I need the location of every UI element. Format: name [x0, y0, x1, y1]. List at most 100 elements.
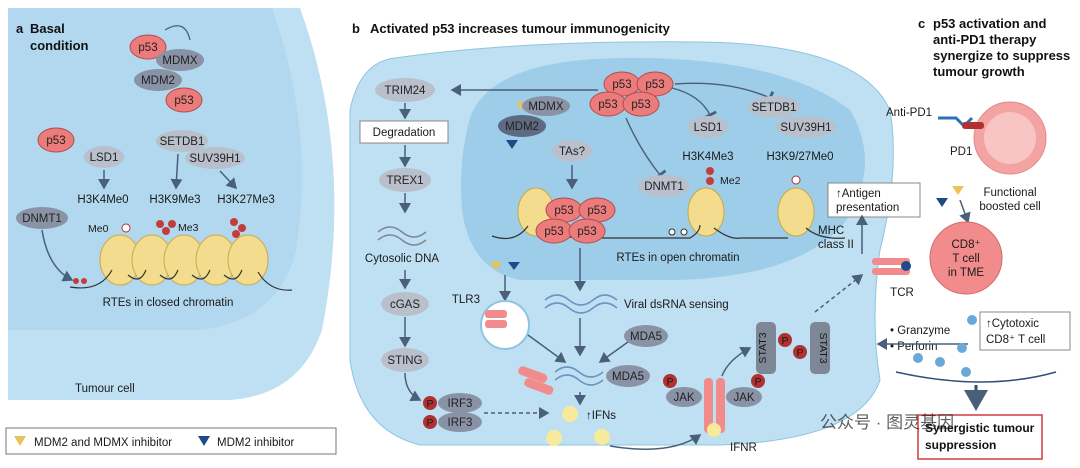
p53-protein — [129, 34, 167, 60]
svg-text:MDM2: MDM2 — [505, 121, 539, 133]
cytosolic-dna-label: Cytosolic DNA — [365, 253, 439, 265]
lsd1-label: LSD1 — [90, 152, 119, 164]
p53-tetramer-top: p53 p53 p53 p53 — [589, 71, 674, 117]
me3-mark-1 — [156, 220, 164, 228]
rtes-closed-label: RTEs in closed chromatin — [103, 297, 234, 309]
panel-c-title-3: synergize to suppress — [933, 48, 1070, 63]
perforin-label: • Perforin — [890, 341, 938, 353]
h3k9me3-label: H3K9Me3 — [149, 194, 200, 206]
svg-text:STAT3: STAT3 — [757, 332, 769, 363]
svg-text:STAT3: STAT3 — [817, 332, 829, 363]
dna-helix-icon — [377, 226, 427, 246]
panel-a-letter: a — [16, 21, 24, 36]
panel-c-letter: c — [918, 16, 925, 31]
dsrna-icon — [544, 294, 618, 314]
pd1-label: PD1 — [950, 146, 972, 158]
cgas-protein — [381, 292, 429, 316]
svg-text:P: P — [426, 417, 433, 429]
ifnr-label: IFNR — [730, 442, 757, 454]
svg-text:P: P — [796, 347, 803, 359]
cd8-line3: in TME — [948, 267, 985, 279]
setdb1-protein — [156, 130, 208, 152]
cytotoxic-line2: CD8⁺ T cell — [986, 334, 1045, 346]
dnmt1-label: DNMT1 — [22, 213, 62, 225]
p53-label: p53 — [138, 42, 157, 54]
svg-text:IRF3: IRF3 — [448, 417, 473, 429]
mdm2-label: MDM2 — [141, 75, 175, 87]
degradation-box — [359, 120, 449, 144]
functional-line2: boosted cell — [979, 201, 1040, 213]
dnmt1-protein-b — [638, 175, 690, 197]
mhc-line1: MHC — [818, 225, 844, 237]
antigen-line2: presentation — [836, 202, 899, 214]
p53-label-2: p53 — [174, 95, 193, 107]
ifns-label: ↑IFNs — [586, 410, 616, 422]
antigen-box — [827, 182, 921, 218]
svg-text:p53: p53 — [587, 205, 606, 217]
rtes-open-label: RTEs in open chromatin — [616, 252, 739, 264]
svg-text:P: P — [781, 335, 788, 347]
sting-protein — [381, 348, 429, 372]
suv39h1-label: SUV39H1 — [189, 153, 240, 165]
tcr-label: TCR — [890, 287, 914, 299]
free-p53-label: p53 — [46, 135, 65, 147]
svg-text:P: P — [666, 376, 673, 388]
panel-c-title-1: p53 activation and — [933, 16, 1046, 31]
me0-label: Me0 — [88, 223, 109, 235]
h3k27me3-label: H3K27Me3 — [217, 194, 275, 206]
svg-text:JAK: JAK — [733, 392, 754, 404]
setdb1-protein-b — [748, 96, 800, 118]
svg-text:p53: p53 — [577, 226, 596, 238]
panel-a-title-2: condition — [30, 38, 89, 53]
panel-b-title: Activated p53 increases tumour immunogen… — [370, 21, 671, 36]
legend-mdm2: MDM2 inhibitor — [217, 437, 294, 449]
synergy-box — [917, 414, 1043, 460]
stat3-protein-2 — [810, 322, 830, 374]
mdmx-label: MDMX — [162, 55, 197, 67]
ifnr-receptor — [704, 378, 713, 433]
tcr-molecule — [901, 261, 911, 271]
inhibition-arc — [164, 25, 191, 41]
trex1-label: TREX1 — [386, 175, 423, 187]
me0-mark — [121, 223, 131, 233]
setdb1-label: SETDB1 — [160, 136, 205, 148]
suv39h1-protein-b — [776, 116, 836, 138]
trim24-protein — [375, 78, 435, 102]
sting-label: STING — [387, 355, 422, 367]
lsd1-protein-b — [688, 116, 728, 138]
closed-chromatin — [69, 234, 293, 291]
svg-text:MDMX: MDMX — [528, 101, 563, 113]
panel-c-title-2: anti-PD1 therapy — [933, 32, 1037, 47]
trim24-label: TRIM24 — [385, 85, 427, 97]
cgas-label: cGAS — [390, 299, 420, 311]
svg-text:MDA5: MDA5 — [612, 371, 644, 383]
h3k9-label: H3K9/27Me0 — [766, 151, 833, 163]
me2-label: Me2 — [720, 175, 741, 187]
panel-a-title-1: Basal — [30, 21, 65, 36]
stat3-protein-1 — [756, 322, 776, 374]
h3k4me3-label: H3K4Me3 — [682, 151, 733, 163]
viral-dsrna-label: Viral dsRNA sensing — [624, 299, 729, 311]
suv39h1-protein — [185, 147, 245, 169]
mdmx-protein — [156, 49, 204, 71]
antigen-line1: ↑Antigen — [836, 188, 881, 200]
svg-text:JAK: JAK — [673, 392, 694, 404]
mda5-protein-1 — [624, 325, 668, 347]
synergy-line1: Synergistic tumour — [925, 421, 1035, 435]
degradation-label: Degradation — [373, 127, 436, 139]
cytotoxic-box — [979, 311, 1071, 351]
cytotoxic-line1: ↑Cytotoxic — [986, 318, 1039, 330]
panel-b-letter: b — [352, 21, 360, 36]
mhc-molecule — [872, 258, 910, 265]
panel-a: a Basal condition p53 MDMX MDM2 p53 p53 … — [8, 8, 335, 400]
cd8-line1: CD8⁺ — [951, 239, 980, 251]
legend-mdm2-mdmx: MDM2 and MDMX inhibitor — [34, 437, 172, 449]
blue-triangle-icon — [198, 436, 210, 446]
watermark: 公众号 · 图灵基因 — [820, 413, 954, 432]
svg-text:SUV39H1: SUV39H1 — [780, 122, 831, 134]
legend: MDM2 and MDMX inhibitor MDM2 inhibitor — [5, 427, 337, 455]
me3-label: Me3 — [178, 222, 199, 234]
yellow-triangle-icon — [14, 436, 26, 446]
tlr3-label: TLR3 — [452, 294, 480, 306]
